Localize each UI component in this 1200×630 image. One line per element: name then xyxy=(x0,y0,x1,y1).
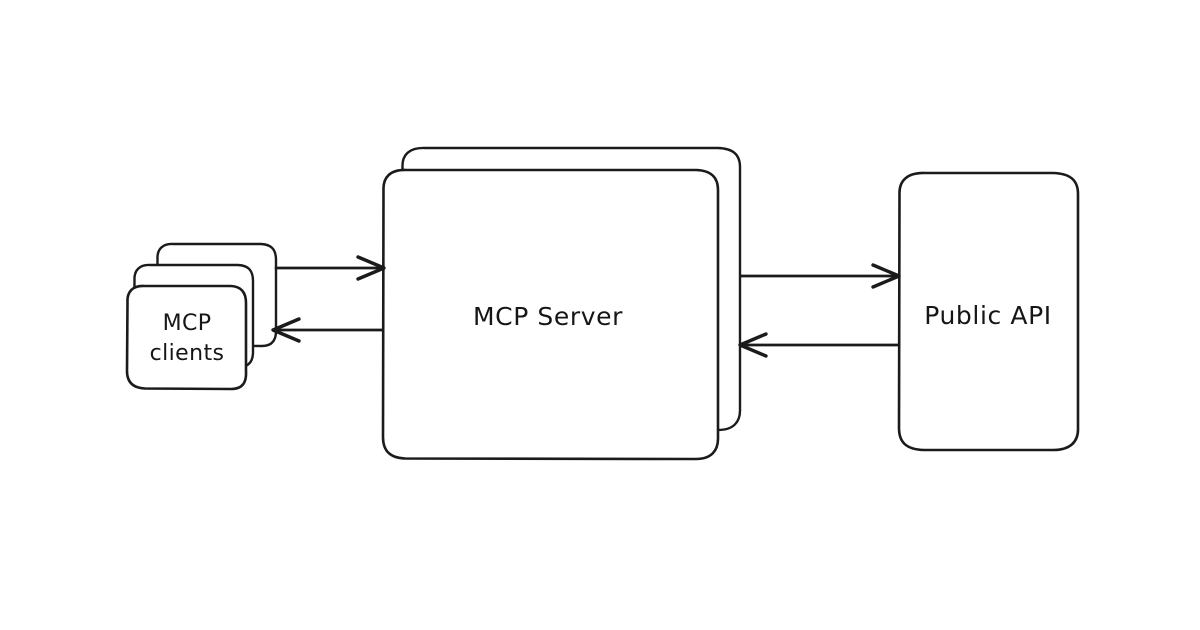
edge-server-to-api[interactable] xyxy=(739,263,901,289)
node-mcp-server[interactable]: MCP Server xyxy=(381,146,742,461)
mcp-clients-label-line-2: clients xyxy=(150,341,225,366)
mcp-server-stack-layer-front xyxy=(381,168,720,461)
mcp-clients-stack-layer-front xyxy=(125,284,248,391)
public-api-label: Public API xyxy=(924,301,1051,330)
mcp-clients-label-line-1: MCP xyxy=(163,311,212,336)
node-public-api[interactable]: Public API xyxy=(897,171,1080,452)
public-api-box xyxy=(897,171,1080,452)
node-mcp-clients[interactable]: MCP clients xyxy=(125,242,278,391)
mcp-server-label: MCP Server xyxy=(473,302,623,331)
edge-clients-to-server[interactable] xyxy=(274,255,386,281)
edge-server-to-clients[interactable] xyxy=(271,317,385,343)
edge-api-to-server[interactable] xyxy=(738,332,900,358)
